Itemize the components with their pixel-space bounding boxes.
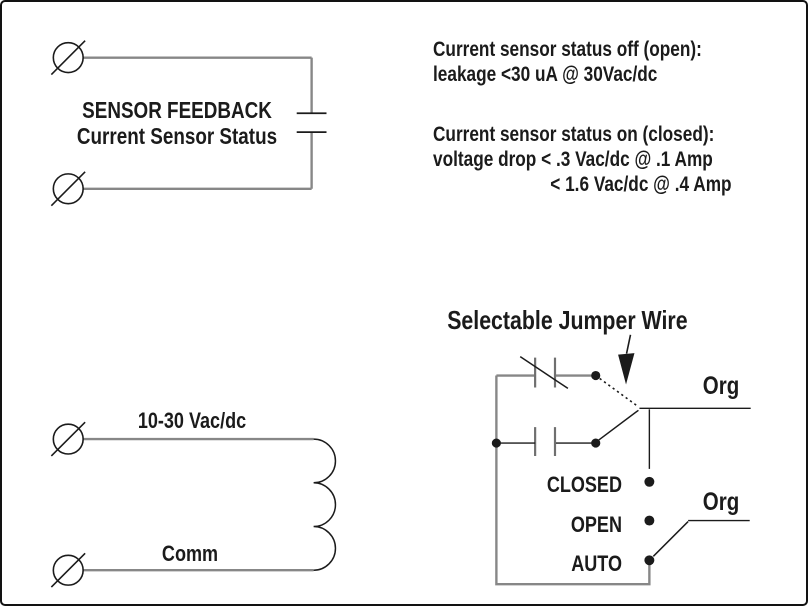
- spec-off-detail: leakage <30 uA @ 30Vac/dc: [433, 63, 658, 86]
- no-contact-dot: [591, 438, 601, 448]
- nc-contact-plates: [534, 357, 557, 388]
- no-contact-plates: [534, 427, 557, 456]
- screw-terminal-icon: [50, 421, 86, 457]
- coil-symbol: [313, 438, 337, 571]
- gray-wire-group: [83, 56, 651, 586]
- dotted-jumper-wire: [599, 377, 637, 406]
- screw-terminal-icon: [50, 171, 86, 207]
- sensor-feedback-label: SENSOR FEEDBACK Current Sensor Status: [54, 97, 300, 149]
- branch-junction-dot: [491, 438, 501, 448]
- open-position-dot: [644, 515, 655, 526]
- sensor-feedback-subtitle: Current Sensor Status: [76, 123, 278, 149]
- sensor-feedback-title: SENSOR FEEDBACK: [82, 97, 272, 123]
- jumper-position-auto-label: AUTO: [571, 551, 622, 576]
- spec-on-detail2: < 1.6 Vac/dc @ .4 Amp: [550, 173, 732, 196]
- auto-position-dot: [644, 555, 655, 566]
- org-wire-top-label: Org: [702, 372, 740, 400]
- jumper-position-open-label: OPEN: [570, 512, 622, 537]
- spec-on-title: Current sensor status on (closed):: [433, 123, 715, 146]
- jumper-loop-wire: [495, 375, 651, 586]
- jumper-arrow-icon: [618, 353, 635, 385]
- org-wire-bottom-label: Org: [702, 488, 740, 516]
- closed-position-dot: [644, 476, 655, 487]
- screw-terminal-icon: [50, 40, 86, 76]
- jumper-title: Selectable Jumper Wire: [447, 305, 688, 335]
- spec-on-detail1: voltage drop < .3 Vac/dc @ .1 Amp: [433, 148, 713, 171]
- supply-voltage-label: 10-30 Vac/dc: [137, 408, 247, 433]
- spec-off-title: Current sensor status off (open):: [433, 38, 702, 61]
- nc-contact-slash: [519, 356, 569, 390]
- arrow-stem: [625, 334, 632, 354]
- symbol-line-group: [50, 40, 751, 588]
- screw-terminal-icon: [50, 552, 86, 588]
- jumper-position-closed-label: CLOSED: [546, 472, 622, 497]
- jumper-wire-solid: [598, 409, 639, 441]
- contact-plate-group: [534, 357, 557, 456]
- sensor-spec-text: Current sensor status off (open): leakag…: [433, 37, 732, 197]
- common-label: Comm: [161, 541, 219, 566]
- nc-contact-dot: [591, 370, 601, 381]
- sensor-capacitor-symbol: [296, 112, 327, 133]
- auto-switch-wire: [652, 521, 689, 557]
- junction-dot-group: [491, 353, 655, 566]
